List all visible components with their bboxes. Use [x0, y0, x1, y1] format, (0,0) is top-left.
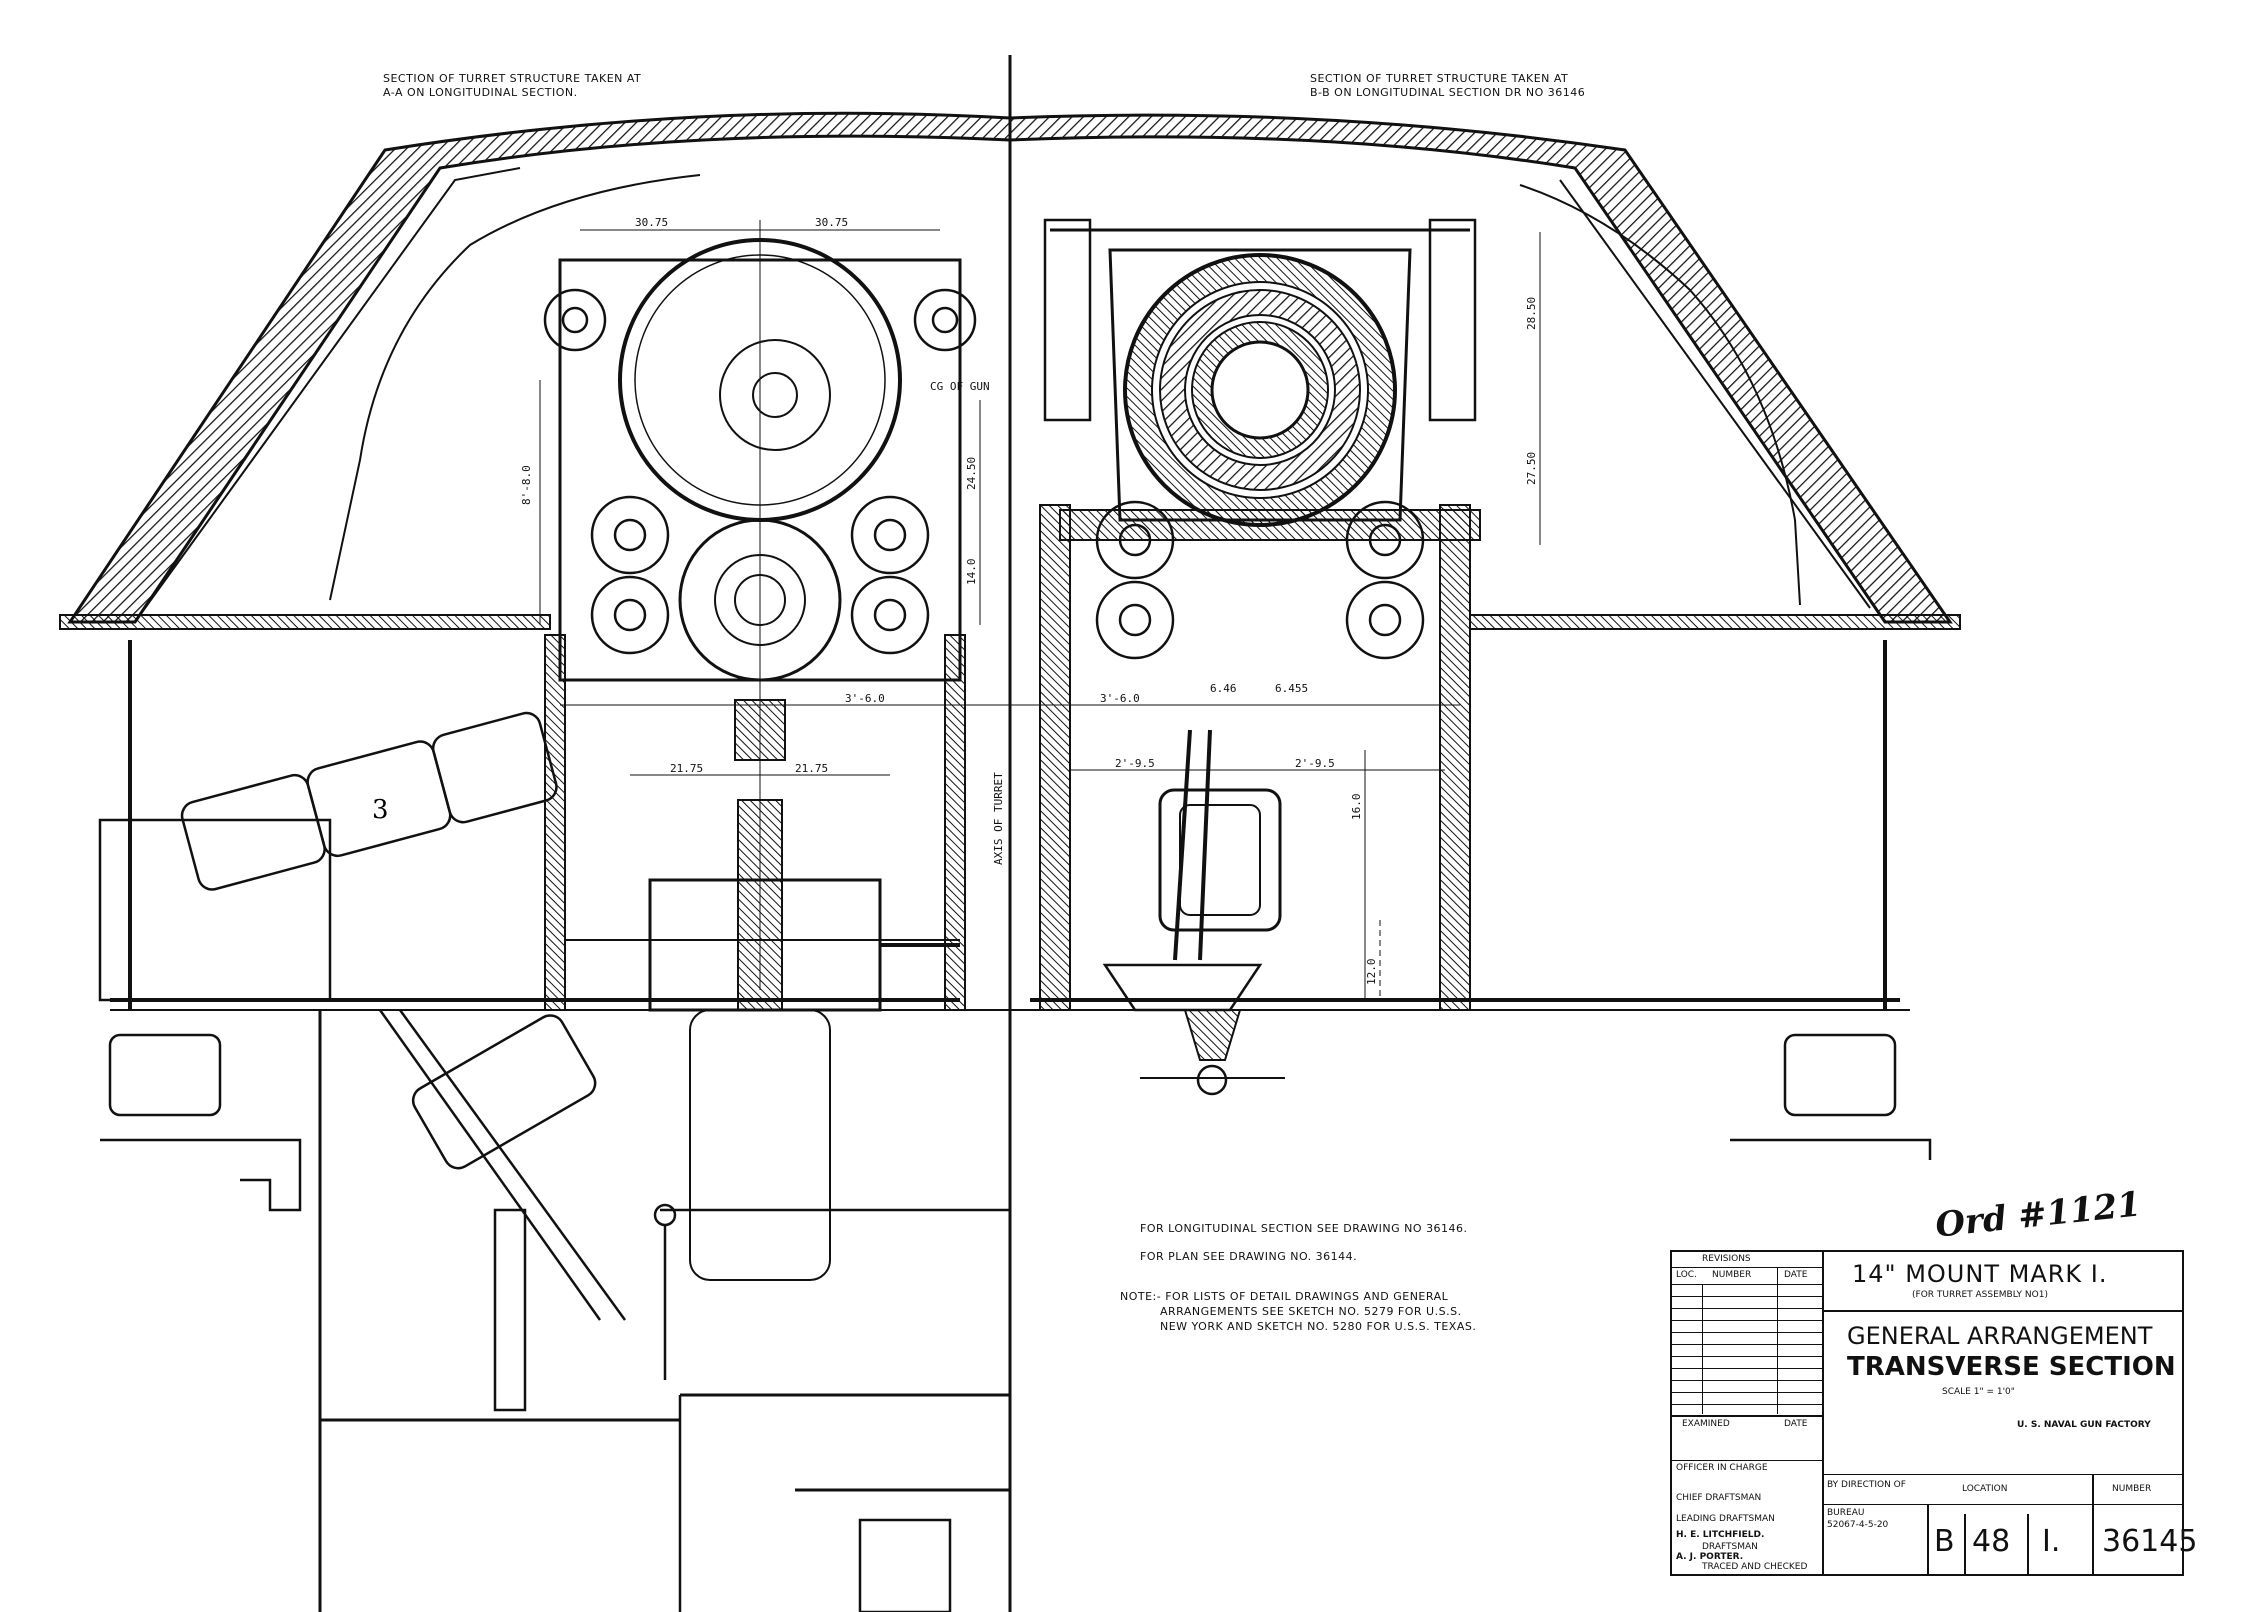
projectile-number: 3	[372, 795, 389, 825]
tracer-name: A. J. PORTER.	[1676, 1552, 1744, 1562]
dim-16: 16.0	[1350, 794, 1363, 821]
cg-label: CG OF GUN	[930, 380, 990, 393]
left-section-header: SECTION OF TURRET STRUCTURE TAKEN AT A-A…	[383, 72, 642, 99]
turret-armor	[67, 111, 1953, 624]
right-substructure	[1730, 1033, 1932, 1160]
dim-8-8: 8'-8.0	[520, 465, 533, 505]
revisions-label: REVISIONS	[1702, 1254, 1751, 1264]
dim-2-9-5-b: 2'-9.5	[1295, 757, 1335, 770]
dim-14: 14.0	[965, 559, 978, 586]
dimension-labels: 30.75 30.75 8'-8.0 24.50 14.0 3'-6.0 3'-…	[372, 216, 1538, 985]
dim-30-75-a: 30.75	[635, 216, 668, 229]
factory-label: U. S. NAVAL GUN FACTORY	[2017, 1420, 2151, 1430]
title-main-cell: 14" MOUNT MARK I. (FOR TURRET ASSEMBLY N…	[1822, 1252, 2182, 1312]
left-substructure	[100, 1010, 1010, 1612]
revisions-column: REVISIONS LOC. NUMBER DATE EXAMINED DATE…	[1672, 1252, 1824, 1574]
date-label: DATE	[1784, 1419, 1808, 1429]
dim-28-50: 28.50	[1525, 297, 1538, 330]
scale-label: SCALE 1" = 1'0"	[1942, 1387, 2015, 1397]
dim-3-6-a: 3'-6.0	[845, 692, 885, 705]
note-ships: NEW YORK AND SKETCH NO. 5280 FOR U.S.S. …	[1160, 1320, 1477, 1333]
dim-6-46: 6.46	[1210, 682, 1237, 695]
main-title: 14" MOUNT MARK I.	[1852, 1260, 2108, 1288]
col-loc: LOC.	[1676, 1270, 1697, 1280]
right-section-header: SECTION OF TURRET STRUCTURE TAKEN AT B-B…	[1310, 72, 1586, 99]
dim-27-50: 27.50	[1525, 452, 1538, 485]
col-date: DATE	[1784, 1270, 1808, 1280]
location-b: B	[1934, 1524, 1955, 1559]
dim-6-455: 6.455	[1275, 682, 1308, 695]
dim-24-50: 24.50	[965, 457, 978, 490]
note-lists: NOTE:- FOR LISTS OF DETAIL DRAWINGS AND …	[1120, 1290, 1449, 1303]
dim-21-75-b: 21.75	[795, 762, 828, 775]
examined-label: EXAMINED	[1682, 1419, 1730, 1429]
drawing-number: 36145	[2102, 1524, 2198, 1559]
note-plan: FOR PLAN SEE DRAWING NO. 36144.	[1140, 1250, 1358, 1263]
dim-21-75-a: 21.75	[670, 762, 703, 775]
dim-30-75-b: 30.75	[815, 216, 848, 229]
dim-3-6-b: 3'-6.0	[1100, 692, 1140, 705]
right-gun-cradle	[1039, 218, 1481, 1096]
location-1: I.	[2042, 1524, 2061, 1559]
number-label: NUMBER	[2112, 1484, 2152, 1494]
title-block: REVISIONS LOC. NUMBER DATE EXAMINED DATE…	[1670, 1250, 2197, 1576]
note-longitudinal: FOR LONGITUDINAL SECTION SEE DRAWING NO …	[1140, 1222, 1468, 1235]
tracer-label: TRACED AND CHECKED	[1702, 1562, 1808, 1572]
left-powder-hoist	[98, 711, 627, 1412]
draftsman-label: DRAFTSMAN	[1702, 1542, 1758, 1552]
dim-2-9-5-a: 2'-9.5	[1115, 757, 1155, 770]
sub-title: (FOR TURRET ASSEMBLY NO1)	[1912, 1290, 2048, 1300]
location-48: 48	[1972, 1524, 2011, 1559]
col-number: NUMBER	[1712, 1270, 1752, 1280]
chief-label: CHIEF DRAFTSMAN	[1676, 1493, 1762, 1503]
title-transverse-section: TRANSVERSE SECTION	[1847, 1352, 2176, 1382]
dim-12: 12.0	[1365, 959, 1378, 986]
dimension-lines	[539, 220, 1541, 1000]
bureau-number: 52067-4-5-20	[1827, 1520, 1889, 1530]
leading-label: LEADING DRAFTSMAN	[1676, 1514, 1775, 1524]
officer-label: OFFICER IN CHARGE	[1676, 1463, 1768, 1473]
axis-label: AXIS OF TURRET	[992, 772, 1005, 865]
by-direction-label: BY DIRECTION OF	[1827, 1480, 1906, 1490]
title-general-arrangement: GENERAL ARRANGEMENT	[1847, 1322, 2153, 1350]
location-label: LOCATION	[1962, 1484, 2008, 1494]
bureau-label: BUREAU	[1827, 1508, 1865, 1518]
note-arrangements: ARRANGEMENTS SEE SKETCH NO. 5279 FOR U.S…	[1160, 1305, 1462, 1318]
draftsman-name: H. E. LITCHFIELD.	[1676, 1530, 1765, 1540]
